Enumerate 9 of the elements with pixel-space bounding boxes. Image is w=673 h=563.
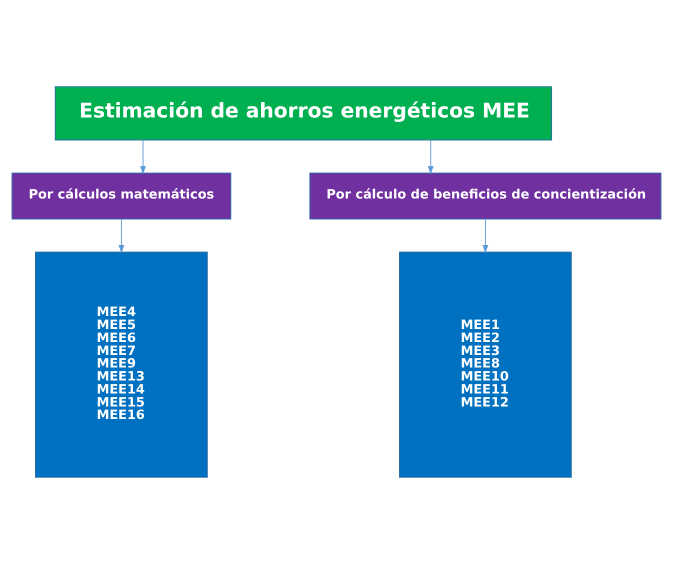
arrow bbox=[482, 218, 488, 253]
node-box: MEE1 MEE2 MEE3 MEE8 MEE10 MEE11 MEE12 bbox=[399, 251, 572, 478]
arrow bbox=[118, 218, 124, 253]
node-box: Estimación de ahorros energéticos MEE bbox=[54, 86, 552, 140]
arrow bbox=[140, 139, 146, 174]
node-box: Por cálculo de beneficios de concientización bbox=[309, 172, 662, 219]
arrow bbox=[428, 139, 434, 174]
node-box: Por cálculos matemáticos bbox=[12, 172, 232, 219]
node-box: MEE4 MEE5 MEE6 MEE7 MEE9 MEE13 MEE14 MEE15 MEE16 bbox=[35, 251, 208, 478]
